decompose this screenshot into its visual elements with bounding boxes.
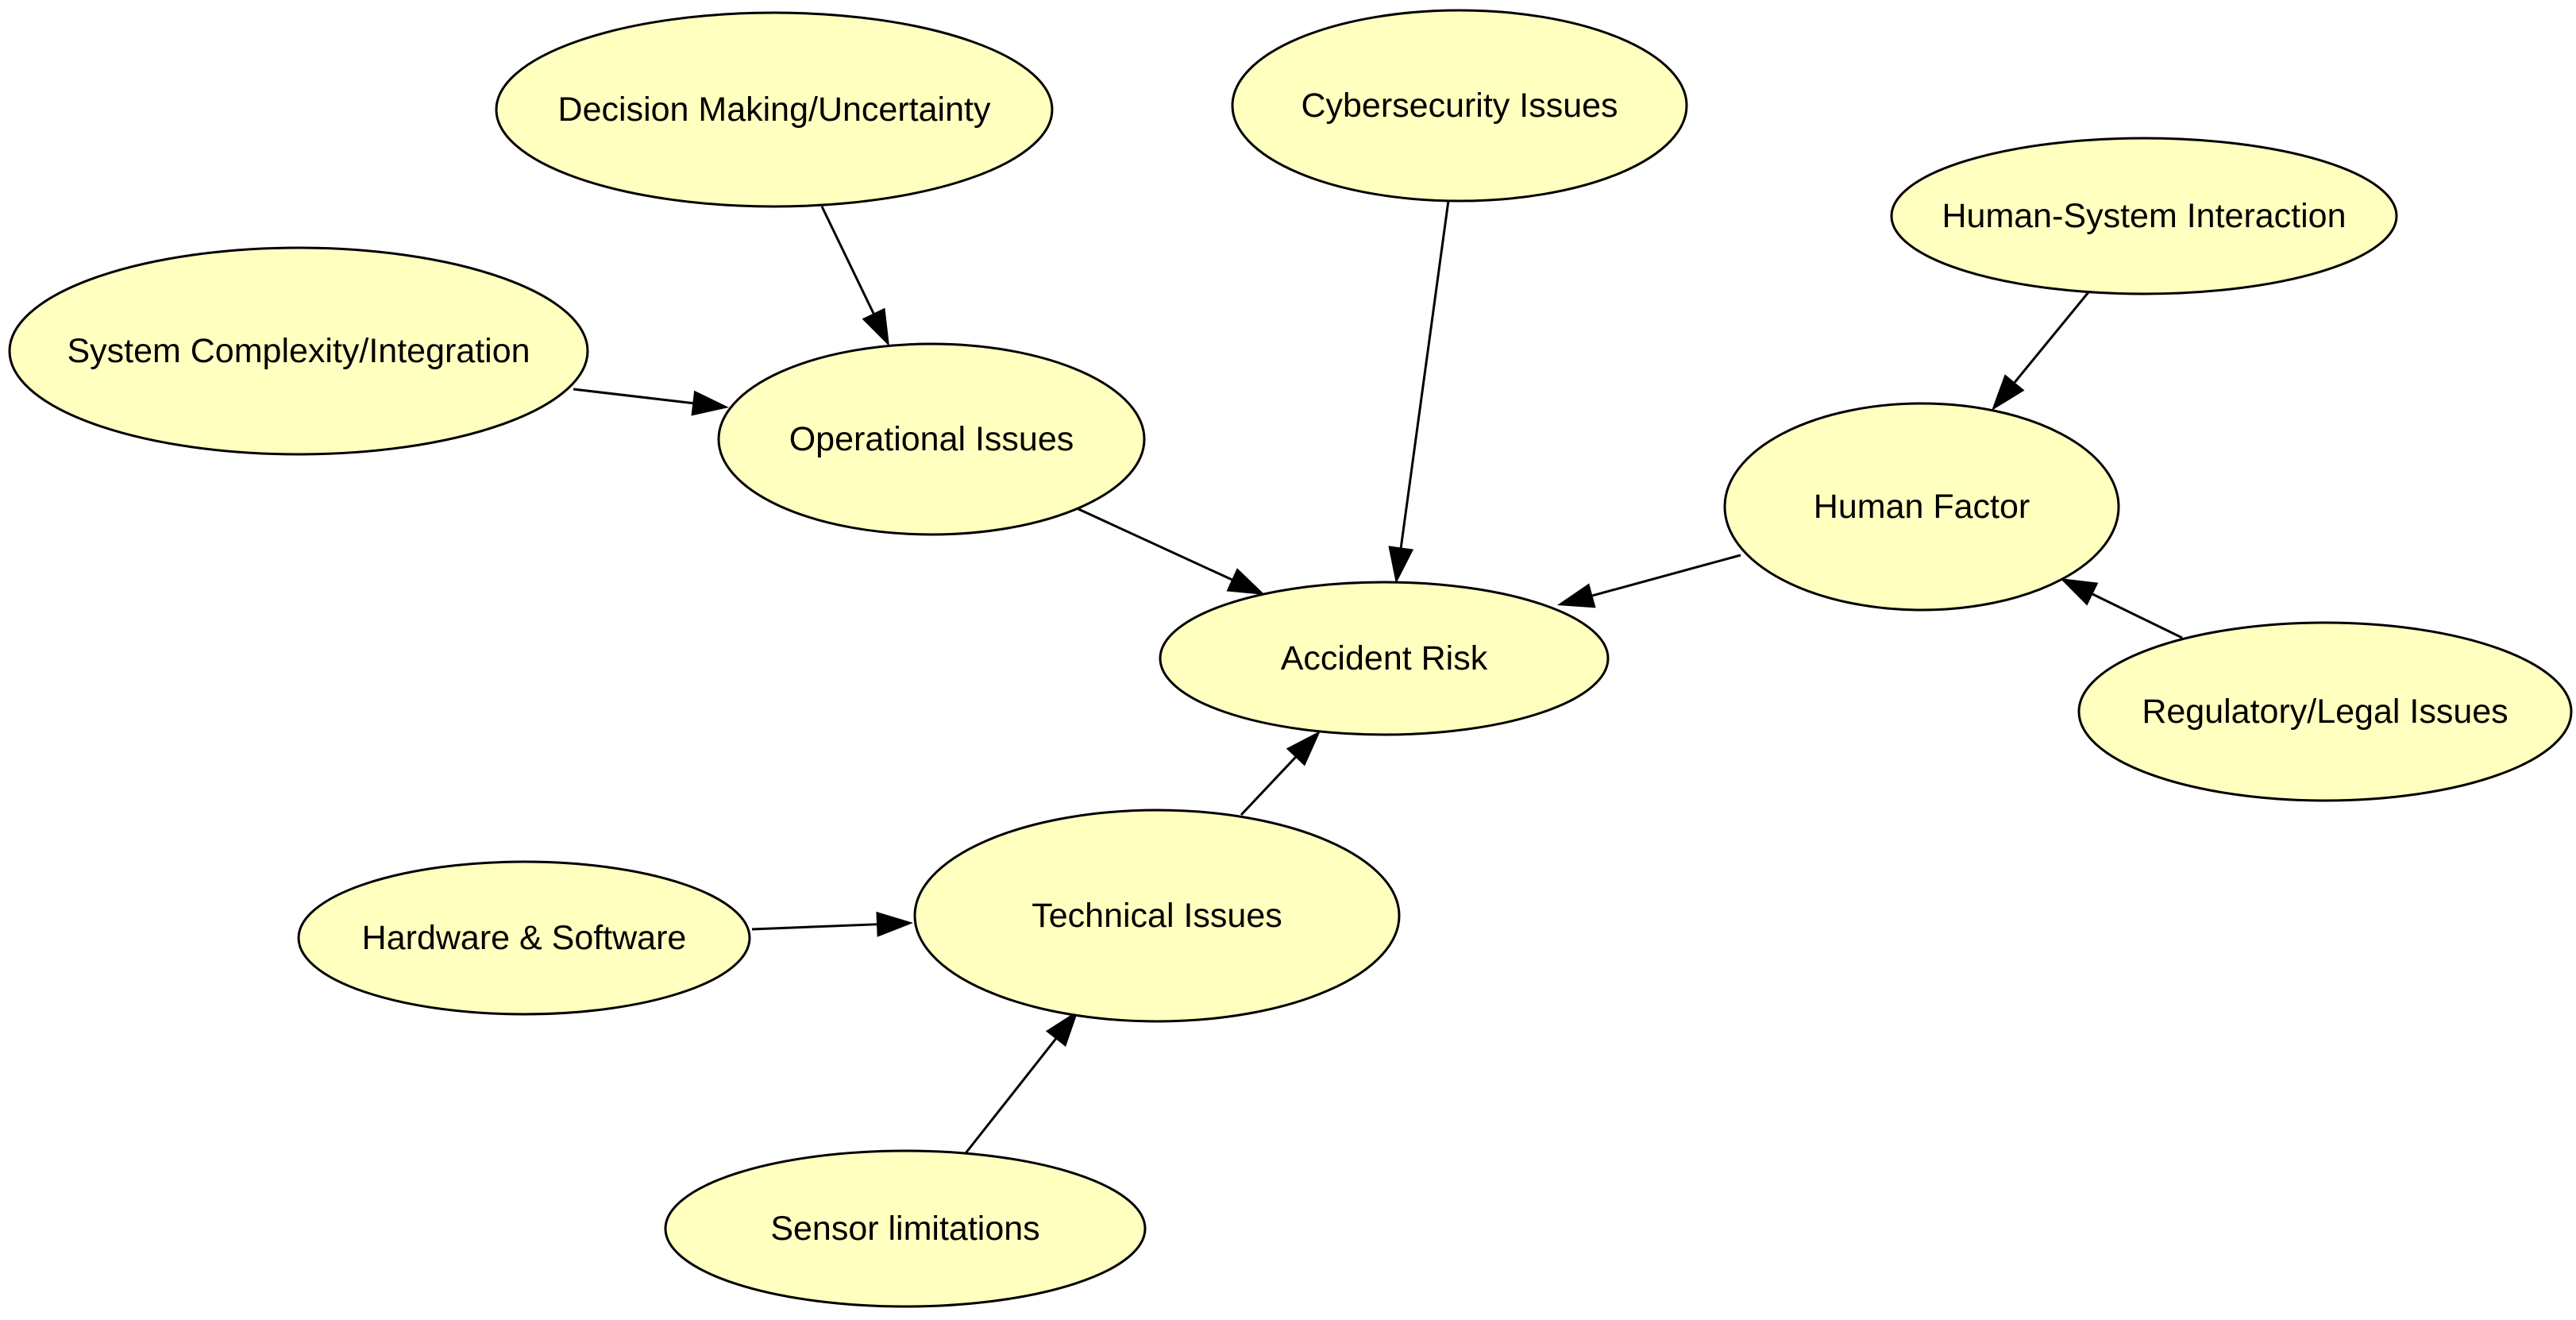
node-operational-issues-label: Operational Issues [789,420,1074,458]
node-decision-making-uncertainty-shape [495,11,1054,208]
arrowhead-icon [1557,583,1596,608]
nodes-layer: Decision Making/Uncertainty Cybersecurit… [8,9,2573,1308]
edge-hardware-software-to-technical-issues [751,911,913,937]
arrowhead-icon [1045,1010,1078,1048]
node-cybersecurity-issues-shape [1231,9,1688,203]
node-accident-risk-shape [1159,581,1610,736]
node-operational-issues-shape [717,342,1146,536]
edge-line [964,1038,1057,1154]
node-human-system-interaction-label: Human-System Interaction [1942,197,2346,235]
arrowhead-icon [691,390,729,416]
edge-decision-making-to-operational-issues [820,206,889,346]
arrowhead-icon [2060,578,2099,606]
node-human-factor-label: Human Factor [1814,488,2030,526]
node-human-factor: Human Factor [1723,402,2120,612]
node-cybersecurity-issues: Cybersecurity Issues [1231,9,1688,203]
edge-technical-issues-to-accident-risk [1240,731,1321,816]
arrowhead-icon [876,911,913,937]
node-system-complexity-integration: System Complexity/Integration [8,246,589,456]
node-decision-making-uncertainty: Decision Making/Uncertainty [495,11,1054,208]
edge-cybersecurity-to-accident-risk [1388,188,1452,584]
node-regulatory-legal-issues: Regulatory/Legal Issues [2077,621,2573,802]
arrowhead-icon [1226,568,1265,595]
edge-regulatory-legal-to-human-factor [2060,578,2183,639]
node-regulatory-legal-issues-shape [2077,621,2573,802]
edge-human-factor-to-accident-risk [1557,554,1741,608]
node-hardware-software-shape [297,860,751,1016]
node-technical-issues-label: Technical Issues [1032,897,1282,935]
arrowhead-icon [1992,374,2025,411]
edge-line [1240,756,1297,816]
node-hardware-software: Hardware & Software [297,860,751,1016]
node-human-system-interaction-shape [1890,137,2398,295]
edge-human-system-interaction-to-human-factor [1992,291,2090,411]
node-accident-risk-label: Accident Risk [1281,639,1488,677]
edge-line [1399,188,1452,548]
node-system-complexity-integration-label: System Complexity/Integration [67,332,530,370]
edge-line [573,388,693,405]
edge-line [1076,507,1232,581]
node-technical-issues: Technical Issues [913,809,1401,1023]
node-sensor-limitations-label: Sensor limitations [770,1210,1039,1248]
edge-line [2013,291,2090,384]
edges-layer [573,188,2183,1154]
edge-line [1591,554,1741,597]
node-operational-issues: Operational Issues [717,342,1146,536]
arrowhead-icon [862,307,889,346]
node-sensor-limitations: Sensor limitations [664,1149,1147,1308]
arrowhead-icon [1388,546,1414,584]
edge-system-complexity-to-operational-issues [573,388,729,416]
node-system-complexity-integration-shape [8,246,589,456]
node-human-system-interaction: Human-System Interaction [1890,137,2398,295]
node-cybersecurity-issues-label: Cybersecurity Issues [1301,87,1618,125]
node-technical-issues-shape [913,809,1401,1023]
node-human-factor-shape [1723,402,2120,612]
edge-line [820,206,875,315]
edge-line [2092,592,2183,639]
node-hardware-software-label: Hardware & Software [362,919,687,957]
edge-sensor-limitations-to-technical-issues [964,1010,1078,1154]
node-accident-risk: Accident Risk [1159,581,1610,736]
node-decision-making-uncertainty-label: Decision Making/Uncertainty [558,91,991,129]
node-regulatory-legal-issues-label: Regulatory/Legal Issues [2142,693,2508,731]
edge-operational-issues-to-accident-risk [1076,507,1265,595]
edge-line [751,923,877,931]
arrowhead-icon [1286,731,1321,766]
node-sensor-limitations-shape [664,1149,1147,1308]
